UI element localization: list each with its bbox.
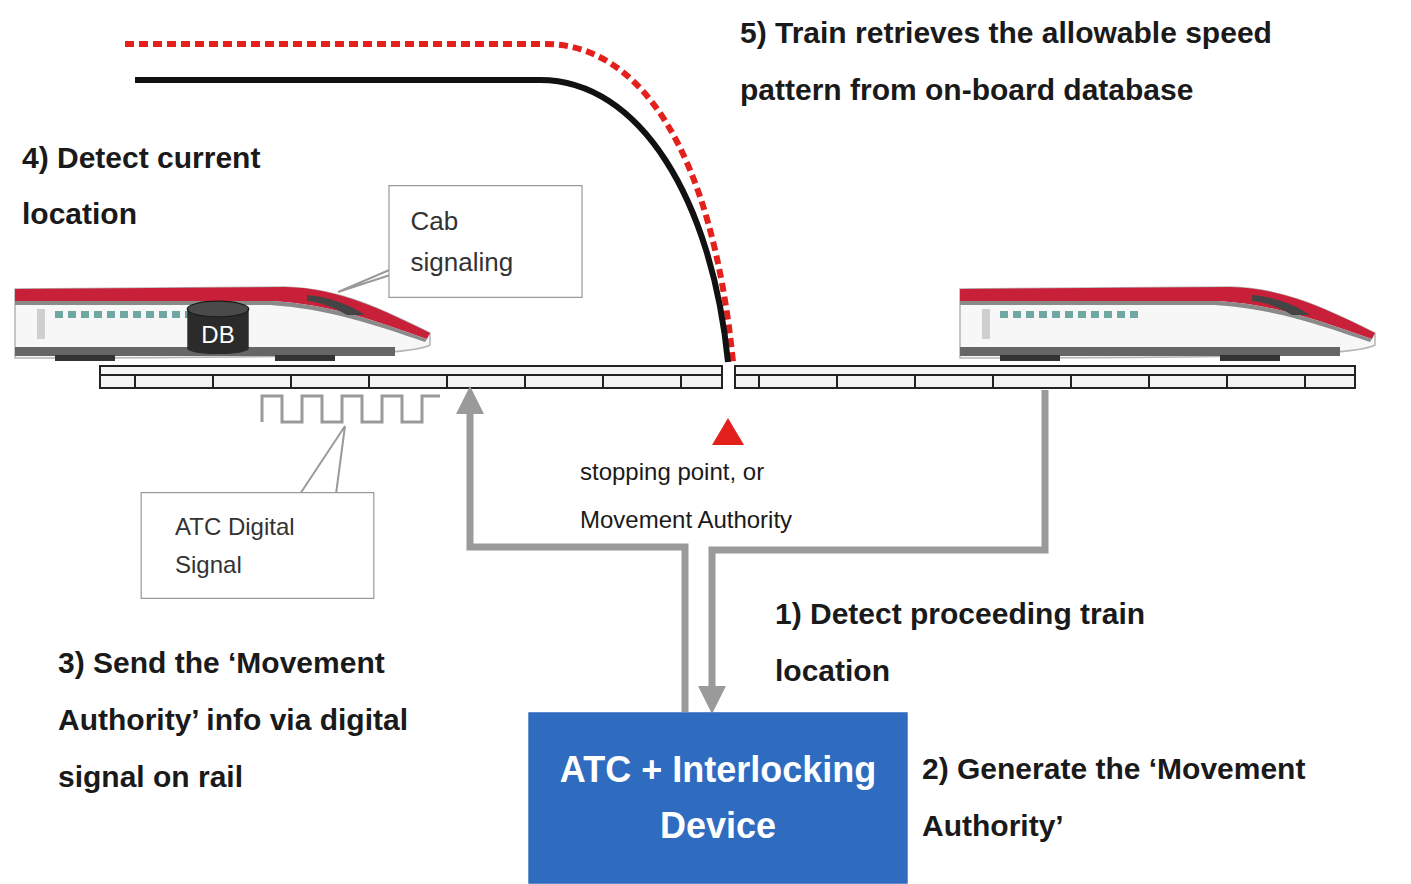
train-bogie — [55, 355, 115, 361]
train-window — [1117, 311, 1125, 318]
callout-box: Cab signaling — [388, 185, 583, 298]
rail-tie — [758, 375, 760, 388]
box-outline — [529, 713, 907, 883]
node-text: ATC Digital Signal — [175, 508, 340, 582]
device-box: ATC + Interlocking Device — [527, 712, 909, 884]
rail-tie — [290, 375, 292, 388]
marker-label: stopping point, or Movement Authority — [580, 448, 855, 544]
rail-tie — [368, 375, 370, 388]
allowable-speed-pattern — [125, 44, 733, 362]
callout-tail — [300, 426, 345, 494]
train-window — [1039, 311, 1047, 318]
box-outline — [389, 186, 582, 298]
rail-track — [100, 366, 1355, 388]
train-bogie — [1220, 355, 1280, 361]
step-label: 4) Detect current location — [22, 130, 342, 242]
rail-tie — [134, 375, 136, 388]
rail-section — [735, 366, 1355, 388]
train-window — [172, 311, 180, 318]
train-window — [55, 311, 63, 318]
train-body — [960, 287, 1375, 358]
train-window — [159, 311, 167, 318]
rail-tie — [446, 375, 448, 388]
rail-tie — [212, 375, 214, 388]
callout-box: ATC Digital Signal — [140, 492, 375, 599]
train-window — [81, 311, 89, 318]
train-window — [107, 311, 115, 318]
train-window — [1052, 311, 1060, 318]
train-window — [1104, 311, 1112, 318]
step-label: 5) Train retrieves the allowable speed p… — [740, 4, 1285, 118]
train-stripe — [960, 301, 1372, 342]
train-bogie — [275, 355, 335, 361]
node-text: ATC + Interlocking Device — [543, 742, 893, 854]
train-skirt — [960, 347, 1340, 356]
rail-tie — [836, 375, 838, 388]
step-label: 3) Send the ‘Movement Authority’ info vi… — [58, 634, 498, 805]
cab-window — [307, 295, 365, 315]
rail-tie — [680, 375, 682, 388]
step-label: 1) Detect proceeding train location — [775, 585, 1235, 699]
digital-signal-wave — [262, 396, 440, 422]
train-window — [1013, 311, 1021, 318]
train-window — [120, 311, 128, 318]
rail-tie — [602, 375, 604, 388]
train-door — [37, 309, 45, 339]
rail-tie — [914, 375, 916, 388]
train-window — [133, 311, 141, 318]
train-window — [1026, 311, 1034, 318]
node-outline — [140, 492, 375, 599]
train-window — [68, 311, 76, 318]
rail-line — [735, 374, 1355, 376]
rail-section — [100, 366, 722, 388]
stopping-point-marker — [712, 418, 744, 445]
train-body — [15, 287, 430, 358]
send-arrow — [470, 400, 685, 712]
rail-line — [100, 374, 722, 376]
train-bogie — [1000, 355, 1060, 361]
detect-arrow — [712, 390, 1045, 700]
rail-tie — [992, 375, 994, 388]
train-window — [1130, 311, 1138, 318]
box-outline — [141, 493, 374, 599]
train-window — [1078, 311, 1086, 318]
cylinder-top — [187, 301, 248, 317]
cab-window — [1252, 295, 1310, 315]
train-following — [15, 287, 430, 361]
rail-tie — [524, 375, 526, 388]
rail-tie — [1070, 375, 1072, 388]
train-window — [1091, 311, 1099, 318]
rail-tie — [1148, 375, 1150, 388]
database-cylinder: DB — [186, 300, 250, 356]
train-door — [982, 309, 990, 339]
step-label: 2) Generate the ‘Movement Authority’ — [922, 740, 1402, 854]
train-window — [1000, 311, 1008, 318]
rail-tie — [1304, 375, 1306, 388]
train-red-band — [960, 287, 1375, 339]
node-text: Cab signaling — [411, 201, 561, 282]
train-window — [94, 311, 102, 318]
train-preceding — [960, 287, 1375, 361]
train-window — [146, 311, 154, 318]
node-outline — [388, 185, 583, 298]
train-window — [1065, 311, 1073, 318]
node-outline — [527, 712, 909, 884]
rail-tie — [1226, 375, 1228, 388]
train-speed-curve — [135, 80, 728, 362]
node-text: DB — [201, 309, 234, 347]
